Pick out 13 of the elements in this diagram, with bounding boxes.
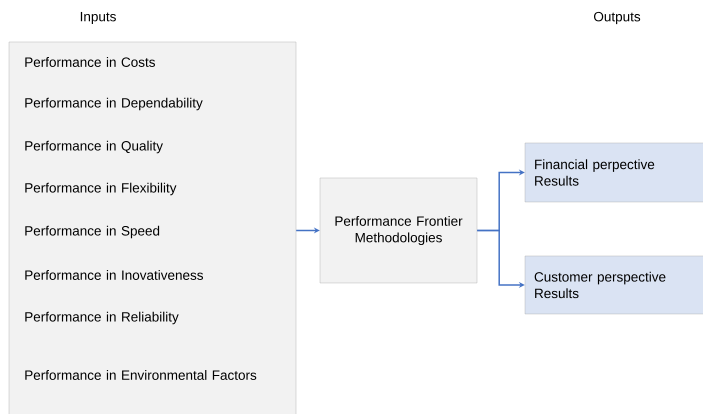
- input-item: Performance in Dependability: [25, 98, 203, 110]
- output-box: Financial perpective Results: [524, 142, 703, 202]
- output-box: Customer perspective Results: [524, 256, 703, 314]
- input-item: Performance in Speed: [25, 226, 160, 238]
- heading: Outputs: [594, 12, 640, 24]
- input-item: Performance in Costs: [25, 57, 155, 67]
- input-item: Performance in Quality: [25, 140, 163, 154]
- method-box: Performance Frontier Methodologies: [320, 178, 478, 284]
- input-item: Performance in Flexibility: [25, 182, 176, 196]
- input-item: Performance in Inovativeness: [25, 270, 204, 280]
- heading: Inputs: [80, 12, 116, 24]
- input-item: Performance in Environmental Factors: [25, 370, 256, 380]
- input-item: Performance in Reliability: [25, 312, 179, 324]
